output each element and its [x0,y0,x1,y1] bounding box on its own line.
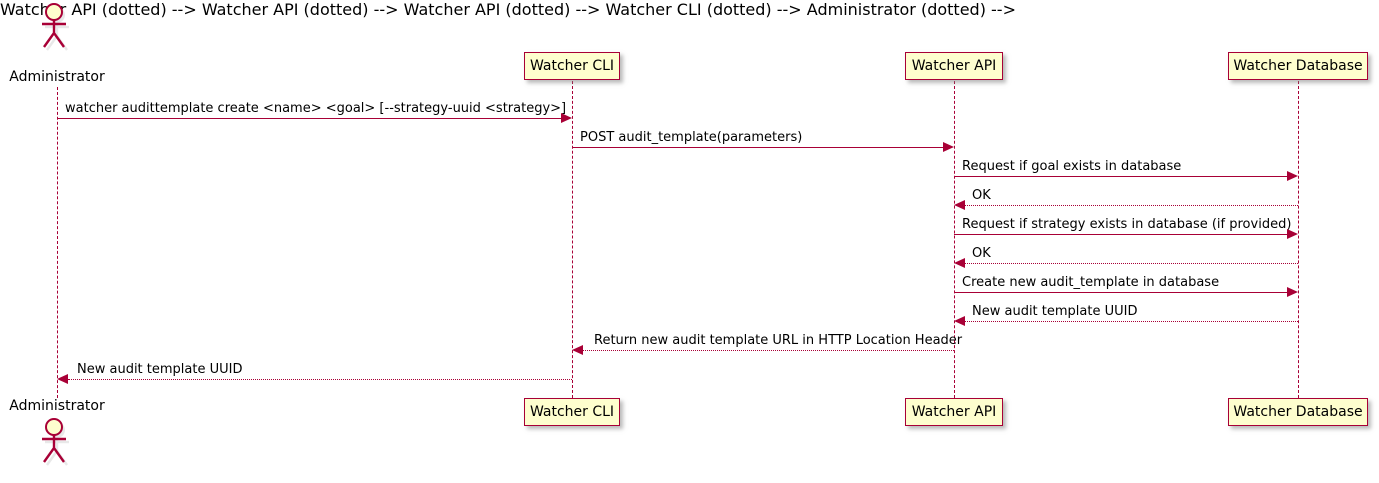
lifeline-watcher-database [1298,81,1299,398]
message-line-4 [965,205,1298,206]
message-line-8 [965,321,1298,322]
message-arrowhead-5 [1287,229,1298,239]
message-label-7: Create new audit_template in database [962,275,1220,290]
actor-administrator-bottom [35,418,79,466]
message-arrowhead-10 [57,374,68,384]
message-arrowhead-8 [954,316,965,326]
message-line-5 [954,234,1287,235]
message-label-6: OK [972,246,991,261]
message-arrowhead-6 [954,258,965,268]
actor-label-administrator-bottom: Administrator [9,398,105,414]
message-arrowhead-2 [943,142,954,152]
message-label-4: OK [972,188,991,203]
actor-administrator-top [35,3,79,51]
participant-watcher-cli-bottom[interactable]: Watcher CLI [524,398,620,426]
message-line-9 [583,350,954,351]
lifeline-administrator [57,87,58,398]
message-line-2 [572,147,943,148]
message-arrowhead-3 [1287,171,1298,181]
participant-watcher-database-bottom[interactable]: Watcher Database [1228,398,1368,426]
message-arrowhead-4 [954,200,965,210]
message-line-10 [68,379,572,380]
participant-watcher-cli-top[interactable]: Watcher CLI [524,52,620,80]
message-label-8: New audit template UUID [972,304,1138,319]
actor-label-administrator-top: Administrator [9,69,105,85]
participant-watcher-database-top[interactable]: Watcher Database [1228,52,1368,80]
message-label-2: POST audit_template(parameters) [580,130,803,145]
message-label-1: watcher audittemplate create <name> <goa… [65,101,567,116]
message-arrowhead-9 [572,345,583,355]
participant-watcher-api-bottom[interactable]: Watcher API [905,398,1003,426]
message-line-6 [965,263,1298,264]
message-label-10: New audit template UUID [77,362,243,377]
lifeline-watcher-cli [572,81,573,398]
message-line-7 [954,292,1287,293]
message-line-3 [954,176,1287,177]
message-label-5: Request if strategy exists in database (… [962,217,1292,232]
lifeline-watcher-api [954,81,955,398]
message-arrowhead-7 [1287,287,1298,297]
participant-watcher-api-top[interactable]: Watcher API [905,52,1003,80]
message-label-3: Request if goal exists in database [962,159,1182,174]
message-arrowhead-1 [561,113,572,123]
message-line-1 [57,118,561,119]
message-label-9: Return new audit template URL in HTTP Lo… [594,333,963,348]
